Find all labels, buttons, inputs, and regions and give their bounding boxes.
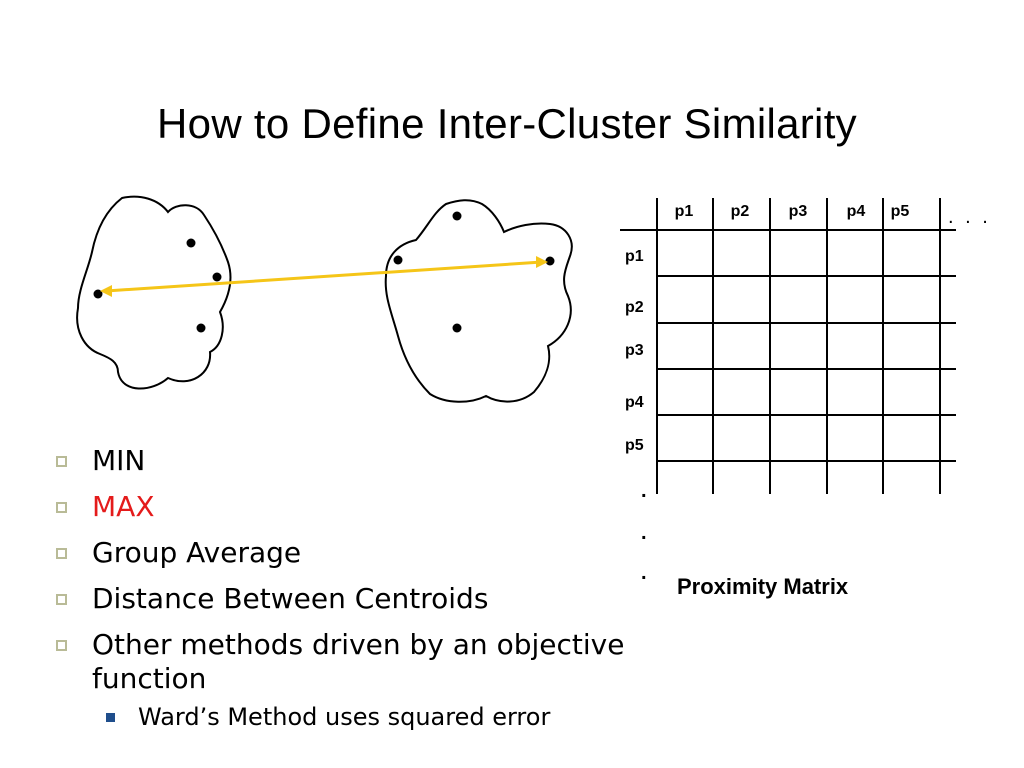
list-item-text: MAX	[92, 490, 155, 523]
filled-square-bullet-icon	[106, 713, 115, 722]
list-item-text: Other methods driven by an objective fun…	[92, 628, 625, 695]
point	[93, 289, 103, 299]
list-item-text: MIN	[92, 444, 146, 477]
sub-list-item: Ward’s Method uses squared error	[56, 702, 758, 732]
list-item: Other methods driven by an objective fun…	[56, 628, 652, 696]
cluster-right-outline	[384, 199, 573, 403]
point	[452, 323, 462, 333]
point	[212, 272, 222, 282]
hollow-square-bullet-icon	[56, 502, 67, 513]
arrowhead-left-icon	[100, 285, 112, 297]
hollow-square-bullet-icon	[56, 548, 67, 559]
hollow-square-bullet-icon	[56, 640, 67, 651]
hollow-square-bullet-icon	[56, 594, 67, 605]
list-item: Group Average	[56, 536, 652, 570]
list-item: Distance Between Centroids	[56, 582, 652, 616]
cluster-left-outline	[76, 195, 232, 390]
hollow-square-bullet-icon	[56, 456, 67, 467]
list-item: MIN	[56, 444, 652, 478]
method-list: MIN MAX Group Average Distance Between C…	[56, 444, 758, 732]
point	[545, 256, 555, 266]
list-item-text: Group Average	[92, 536, 302, 569]
list-item: MAX	[56, 490, 652, 524]
point	[393, 255, 403, 265]
sub-list-item-text: Ward’s Method uses squared error	[138, 703, 551, 731]
cluster-points	[93, 211, 555, 333]
max-distance-link	[105, 260, 543, 293]
point	[452, 211, 462, 221]
point	[186, 238, 196, 248]
slide-title: How to Define Inter-Cluster Similarity	[157, 100, 857, 147]
point	[196, 323, 206, 333]
list-item-text: Distance Between Centroids	[92, 582, 489, 615]
arrowhead-right-icon	[536, 256, 548, 268]
